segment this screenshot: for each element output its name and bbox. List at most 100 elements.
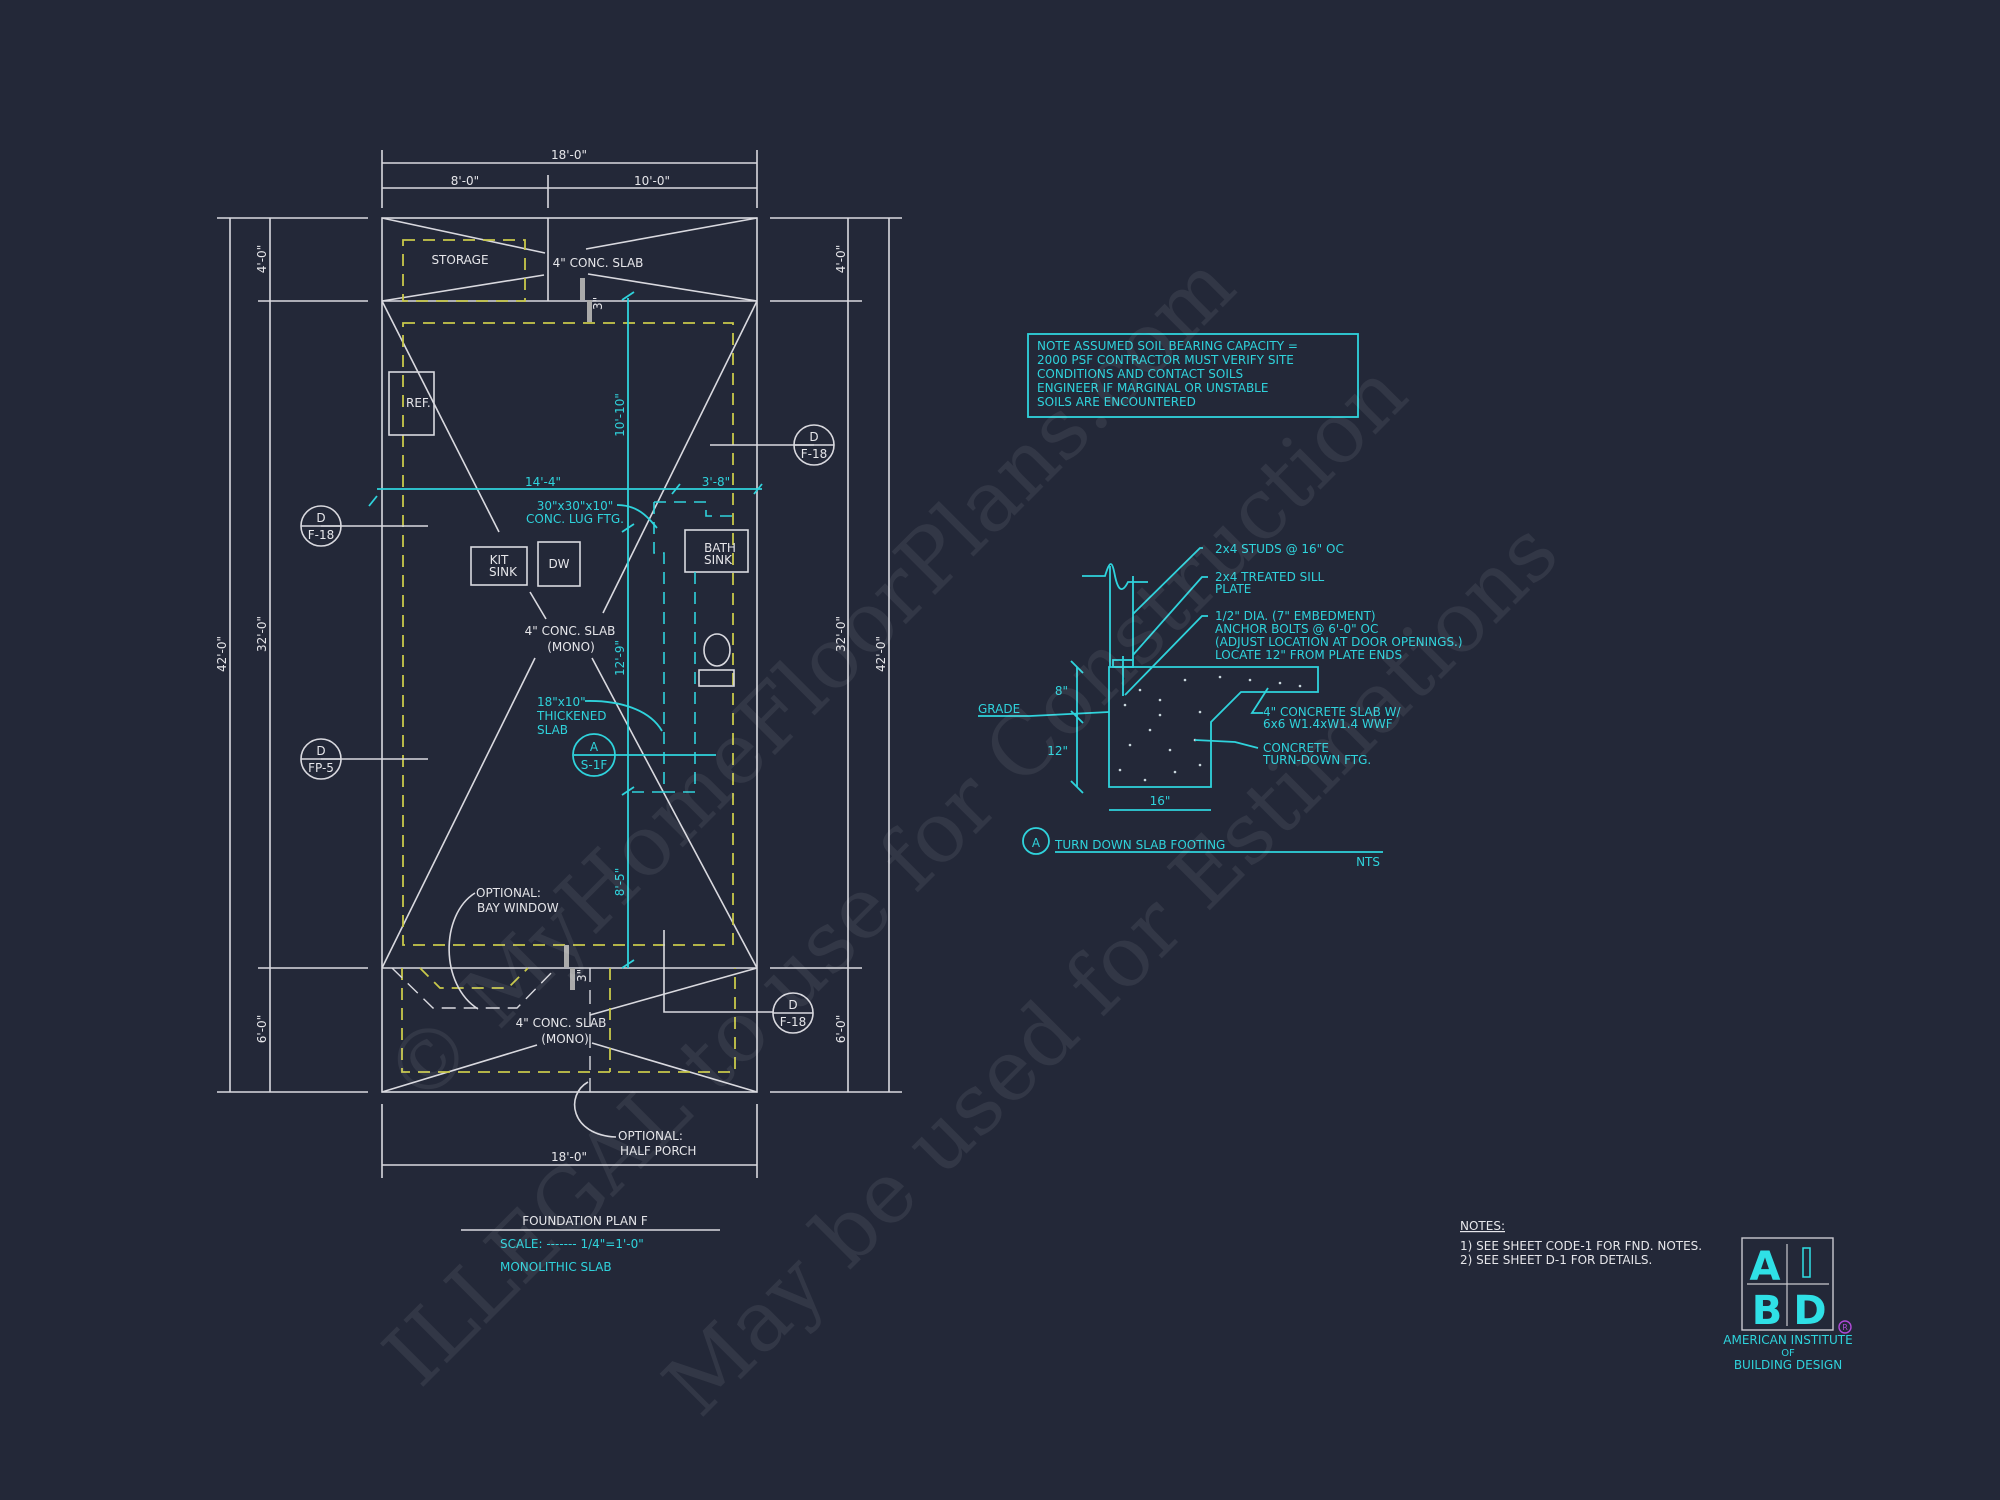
label-storage: STORAGE (431, 253, 488, 267)
section-marker-a-s1f[interactable]: A S-1F (572, 733, 716, 777)
callout-sill-2: PLATE (1215, 582, 1251, 596)
callout-slab: 4" CONCRETE SLAB W/ (1263, 705, 1401, 719)
detail-marker: A (1032, 836, 1041, 850)
kitchen-sink (470, 546, 528, 586)
dim-top-left: 8'-0" (451, 174, 479, 188)
plan-scale: SCALE: ------- 1/4"=1'-0" (500, 1237, 644, 1251)
note-line: SOILS ARE ENCOUNTERED (1037, 395, 1196, 409)
bath-sink (684, 529, 749, 573)
dim-left-32: 32'-0" (255, 616, 269, 652)
marker-bottom: FP-5 (308, 761, 334, 775)
dim-right-4: 4'-0" (834, 245, 848, 273)
label-porch-slab-2: (MONO) (541, 1032, 589, 1046)
callout-bolt-2: ANCHOR BOLTS @ 6'-0" OC (1215, 622, 1378, 636)
label-bath-sink: BATH (704, 541, 736, 555)
label-lug-ftg: 30"x30"x10" (537, 499, 614, 513)
label-bay-window: OPTIONAL: (476, 886, 541, 900)
note-line: 2000 PSF CONTRACTOR MUST VERIFY SITE (1037, 353, 1294, 367)
logo-name-2: OF (1781, 1348, 1795, 1359)
logo-letter-i (1802, 1247, 1811, 1278)
dishwasher (537, 541, 581, 587)
dim-8-5: 8'-5" (613, 868, 627, 896)
dim-left-6: 6'-0" (255, 1015, 269, 1043)
label-half-porch-2: HALF PORCH (620, 1144, 696, 1158)
toilet (703, 633, 731, 667)
logo-letter: A (1750, 1244, 1781, 1290)
slab-outline (381, 217, 758, 1093)
refrigerator (388, 371, 435, 436)
note-line: CONDITIONS AND CONTACT SOILS (1037, 367, 1243, 381)
turn-down-slab-detail: 8" 12" 16" GRADE 2x4 STUDS @ 16" OC 2x4 … (978, 542, 1463, 869)
section-marker-d-f18-left[interactable]: D F-18 (300, 505, 428, 547)
marker-top: D (316, 511, 325, 525)
section-marker-d-f18-right[interactable]: D F-18 (710, 424, 835, 466)
label-slab-mono-2: (MONO) (547, 640, 595, 654)
label-thickened-slab-2: THICKENED (536, 709, 607, 723)
label-thickened-slab: 18"x10" (537, 695, 586, 709)
label-half-porch: OPTIONAL: (618, 1129, 683, 1143)
note-item: 2) SEE SHEET D-1 FOR DETAILS. (1460, 1253, 1652, 1267)
callout-footing-2: TURN-DOWN FTG. (1262, 753, 1371, 767)
registered-mark: R (1842, 1323, 1848, 1332)
logo-name-3: BUILDING DESIGN (1734, 1358, 1842, 1372)
marker-top: D (809, 430, 818, 444)
callout-bolt: 1/2" DIA. (7" EMBEDMENT) (1215, 609, 1376, 623)
section-marker-d-fp5[interactable]: D FP-5 (300, 738, 428, 780)
label-lug-ftg-2: CONC. LUG FTG. (526, 512, 624, 526)
label-thickened-slab-3: SLAB (537, 723, 568, 737)
plan-subtitle: MONOLITHIC SLAB (500, 1260, 612, 1274)
dim-12-9: 12'-9" (613, 640, 627, 676)
dim-16: 16" (1150, 794, 1171, 808)
logo-letter: B (1752, 1288, 1783, 1334)
marker-bottom: F-18 (308, 528, 335, 542)
aibd-logo: A B D R AMERICAN INSTITUTE OF BUILDING D… (1723, 1237, 1853, 1372)
callout-studs: 2x4 STUDS @ 16" OC (1215, 542, 1344, 556)
dim-10-10: 10'-10" (613, 393, 627, 437)
dim-right-42: 42'-0" (874, 636, 888, 672)
label-bath-sink-2: SINK (704, 553, 733, 567)
general-notes: NOTES: 1) SEE SHEET CODE-1 FOR FND. NOTE… (1460, 1219, 1702, 1267)
callout-sill: 2x4 TREATED SILL (1215, 570, 1325, 584)
label-kit-sink-2: SINK (489, 565, 518, 579)
label-grade: GRADE (978, 702, 1020, 716)
callout-footing: CONCRETE (1263, 741, 1329, 755)
section-marker-d-f18-bottom[interactable]: D F-18 (663, 930, 814, 1034)
label-porch-slab: 4" CONC. SLAB (516, 1016, 607, 1030)
dim-left-42: 42'-0" (215, 636, 229, 672)
label-bay-window-2: BAY WINDOW (477, 901, 559, 915)
dim-left-4: 4'-0" (255, 245, 269, 273)
dim-right-6: 6'-0" (834, 1015, 848, 1043)
marker-top: D (316, 744, 325, 758)
dim-12: 12" (1047, 744, 1068, 758)
label-ref: REF. (406, 396, 431, 410)
dim-8: 8" (1055, 684, 1068, 698)
label-slab-mono: 4" CONC. SLAB (525, 624, 616, 638)
notes-heading: NOTES: (1460, 1219, 1505, 1233)
step-bottom: 3" (575, 969, 589, 982)
dim-bottom-overall: 18'-0" (551, 1150, 587, 1164)
step-top: 3" (591, 297, 605, 310)
dim-14-4: 14'-4" (525, 475, 561, 489)
soil-note-box: NOTE ASSUMED SOIL BEARING CAPACITY = 200… (1027, 333, 1359, 418)
note-line: ENGINEER IF MARGINAL OR UNSTABLE (1037, 381, 1268, 395)
marker-top: D (788, 998, 797, 1012)
foundation-plan: 18'-0" 8'-0" 10'-0" 4'-0" 32'-0" 6'-0" 4… (215, 148, 902, 1274)
marker-bottom: F-18 (801, 447, 828, 461)
marker-top: A (590, 740, 599, 754)
note-item: 1) SEE SHEET CODE-1 FOR FND. NOTES. (1460, 1239, 1702, 1253)
marker-bottom: S-1F (581, 758, 608, 772)
plan-title: FOUNDATION PLAN F (522, 1214, 648, 1228)
dim-top-overall: 18'-0" (551, 148, 587, 162)
detail-scale: NTS (1356, 855, 1380, 869)
logo-name: AMERICAN INSTITUTE (1723, 1333, 1852, 1347)
logo-letter: D (1793, 1288, 1826, 1334)
marker-bottom: F-18 (780, 1015, 807, 1029)
label-dw: DW (548, 557, 569, 571)
dim-right-32: 32'-0" (834, 616, 848, 652)
callout-bolt-4: LOCATE 12" FROM PLATE ENDS (1215, 648, 1402, 662)
dim-3-8: 3'-8" (702, 475, 730, 489)
callout-bolt-3: (ADJUST LOCATION AT DOOR OPENINGS.) (1215, 635, 1463, 649)
callout-slab-2: 6x6 W1.4xW1.4 WWF (1263, 717, 1393, 731)
detail-title: TURN DOWN SLAB FOOTING (1054, 838, 1225, 852)
